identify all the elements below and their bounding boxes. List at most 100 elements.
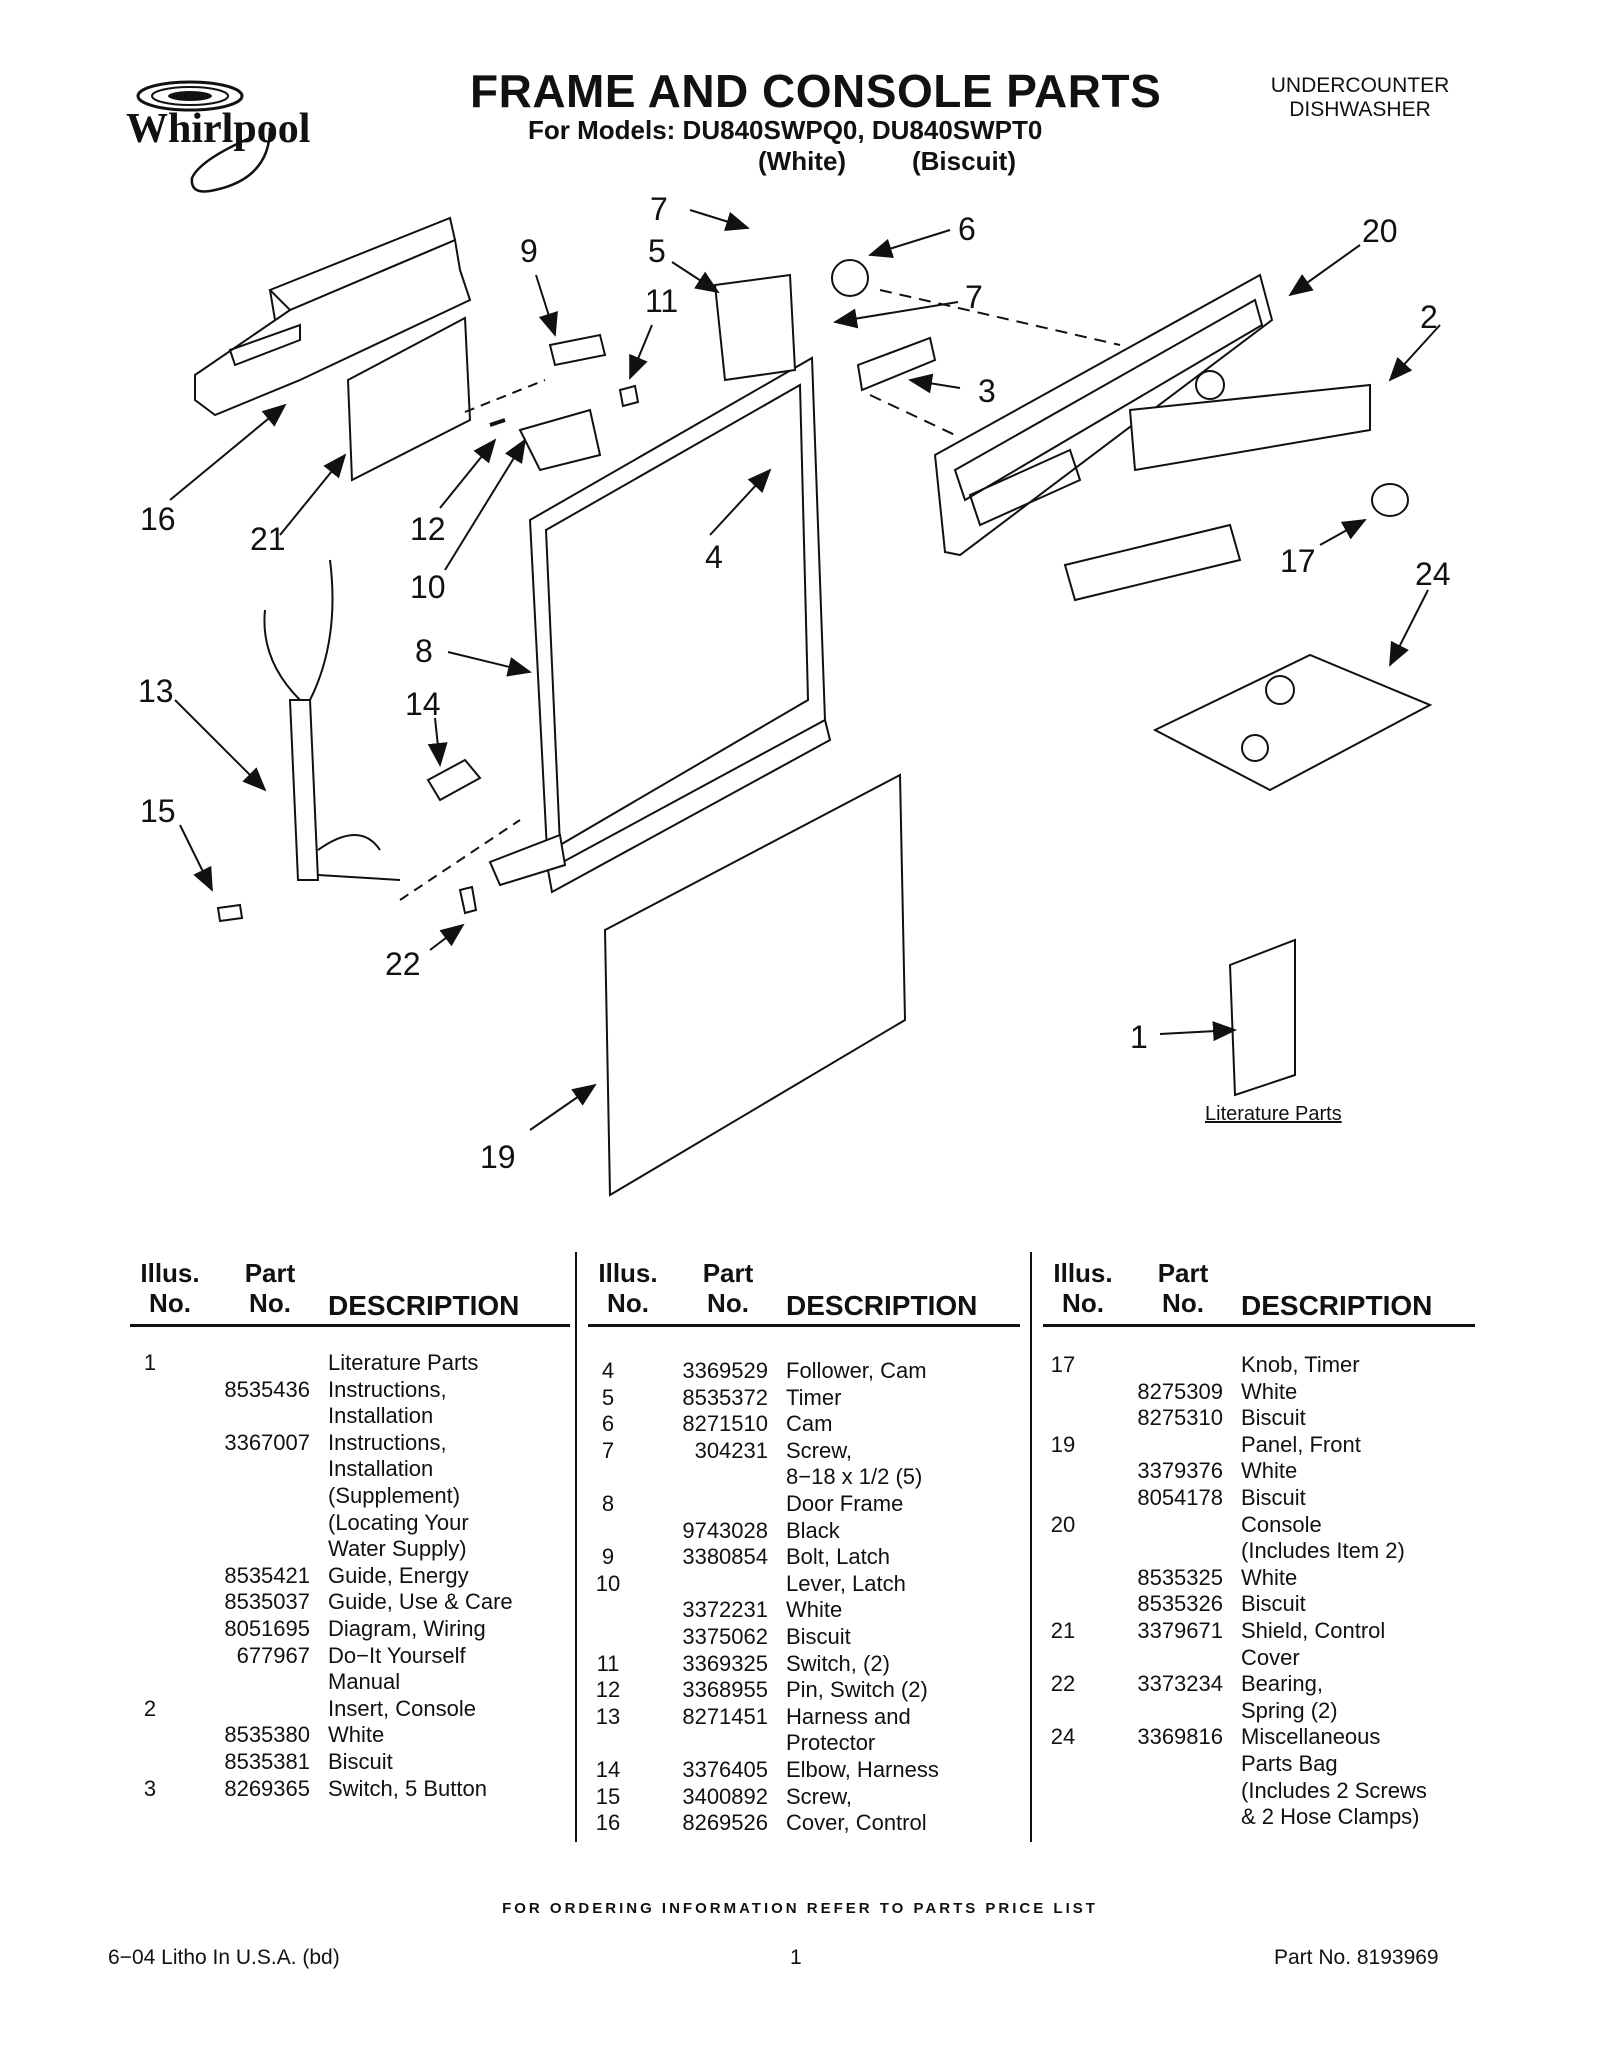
part-number-cell: 8051695 (224, 1615, 310, 1641)
table-row: 1 Literature Parts (130, 1350, 575, 1377)
part-number-cell: 3380854 (682, 1544, 768, 1570)
callout-10: 10 (410, 569, 446, 605)
switch-pin-part (489, 418, 506, 427)
description-cell: Cover, Control (786, 1810, 927, 1836)
illus-number: 22 (1050, 1671, 1076, 1697)
description-cell: 8−18 x 1/2 (5) (786, 1464, 923, 1490)
description-cell: Pin, Switch (2) (786, 1677, 928, 1703)
description-cell: Switch, 5 Button (328, 1775, 487, 1801)
part-number-cell: 8535380 (224, 1722, 310, 1748)
part-number-cell: 3379671 (1137, 1617, 1223, 1643)
table-row: 8535421 Guide, Energy (130, 1563, 575, 1590)
part-number-cell: 3379376 (1137, 1458, 1223, 1484)
callout-14: 14 (405, 686, 441, 722)
table-row: 8−18 x 1/2 (5) (588, 1464, 1028, 1491)
product-type-line2: DISHWASHER (1289, 98, 1431, 121)
table-row: 8535381 Biscuit (130, 1749, 575, 1776)
callout-13: 13 (138, 673, 174, 709)
description-cell: Lever, Latch (786, 1570, 906, 1596)
description-cell: (Supplement) (328, 1482, 461, 1508)
five-button-switch-part (856, 336, 937, 392)
whirlpool-logo: Whirlpool (120, 68, 380, 198)
callout-12: 12 (410, 511, 446, 547)
part-number-cell: 8271510 (682, 1411, 768, 1437)
header-rule (1043, 1324, 1475, 1327)
callout-11: 11 (645, 283, 678, 319)
callout-21: 21 (250, 521, 286, 557)
shield-control-cover-part (346, 316, 472, 482)
page-title: FRAME AND CONSOLE PARTS (470, 65, 1162, 117)
illus-number: 11 (596, 1650, 620, 1676)
part-number-cell: 8535421 (224, 1562, 310, 1588)
part-number-cell: 8275310 (1137, 1405, 1223, 1431)
description-cell: Knob, Timer (1241, 1352, 1360, 1377)
part-number-cell: 3369529 (682, 1358, 768, 1383)
part-number: Part No. 8193969 (1274, 1946, 1439, 1969)
description-cell: & 2 Hose Clamps) (1241, 1804, 1420, 1830)
latch-bolt-part (548, 333, 607, 367)
front-panel-part (603, 773, 907, 1197)
illus-number: 19 (1050, 1431, 1076, 1457)
logo-wordmark: Whirlpool (126, 106, 310, 152)
part-number-cell: 3400892 (682, 1783, 768, 1809)
description-cell: Biscuit (1241, 1405, 1306, 1431)
description-cell: Biscuit (1241, 1484, 1306, 1510)
description-header: DESCRIPTION (1241, 1290, 1433, 1321)
parts-bag-part (1152, 653, 1433, 792)
switch-part (618, 384, 640, 408)
timer-knob-part (1371, 483, 1409, 517)
illus-number: 16 (595, 1810, 621, 1836)
illus-number: 8 (601, 1490, 615, 1516)
variant-biscuit-label: (Biscuit) (912, 146, 1016, 176)
description-cell: Water Supply) (328, 1536, 467, 1562)
callout-labels: 7 6 20 9 5 11 7 2 3 16 21 12 4 17 24 10 … (138, 191, 1451, 1175)
table-row: (Supplement) (130, 1483, 575, 1510)
callout-7b: 7 (965, 279, 983, 315)
description-cell: (Includes Item 2) (1241, 1538, 1405, 1564)
description-cell: (Includes 2 Screws (1241, 1777, 1427, 1803)
table-row: 24 3369816 Miscellaneous (1043, 1724, 1483, 1751)
description-cell: Guide, Energy (328, 1562, 469, 1588)
page-number: 1 (790, 1946, 802, 1969)
illus-header: Illus. No. (598, 1258, 658, 1318)
ordering-note: FOR ORDERING INFORMATION REFER TO PARTS … (502, 1900, 1098, 1917)
description-cell: Biscuit (1241, 1591, 1306, 1617)
callout-3: 3 (978, 373, 996, 409)
control-cover-part (194, 216, 472, 417)
harness-elbow-part (426, 758, 482, 802)
callout-24: 24 (1415, 556, 1451, 592)
illus-number: 24 (1050, 1724, 1076, 1750)
description-cell: Miscellaneous (1241, 1724, 1381, 1750)
part-number-cell: 3376405 (682, 1756, 768, 1782)
timer-part (713, 273, 797, 382)
illus-number: 1 (143, 1350, 157, 1375)
description-cell: Switch, (2) (786, 1650, 890, 1676)
callout-9: 9 (520, 233, 538, 269)
description-cell: Biscuit (328, 1748, 393, 1774)
table-row: Parts Bag (1043, 1751, 1483, 1778)
part-header: Part No. (1157, 1258, 1209, 1318)
illus-number: 9 (601, 1544, 615, 1570)
part-number-cell: 8535381 (224, 1748, 310, 1774)
illus-number: 20 (1050, 1511, 1076, 1537)
table-row: (Locating Your (130, 1510, 575, 1537)
callout-2: 2 (1420, 299, 1438, 335)
part-number-cell: 677967 (236, 1642, 310, 1668)
literature-parts-booklet (1228, 938, 1296, 1097)
description-cell: Literature Parts (328, 1350, 479, 1375)
part-number-cell: 3369816 (1137, 1724, 1223, 1750)
callout-4: 4 (705, 539, 723, 575)
